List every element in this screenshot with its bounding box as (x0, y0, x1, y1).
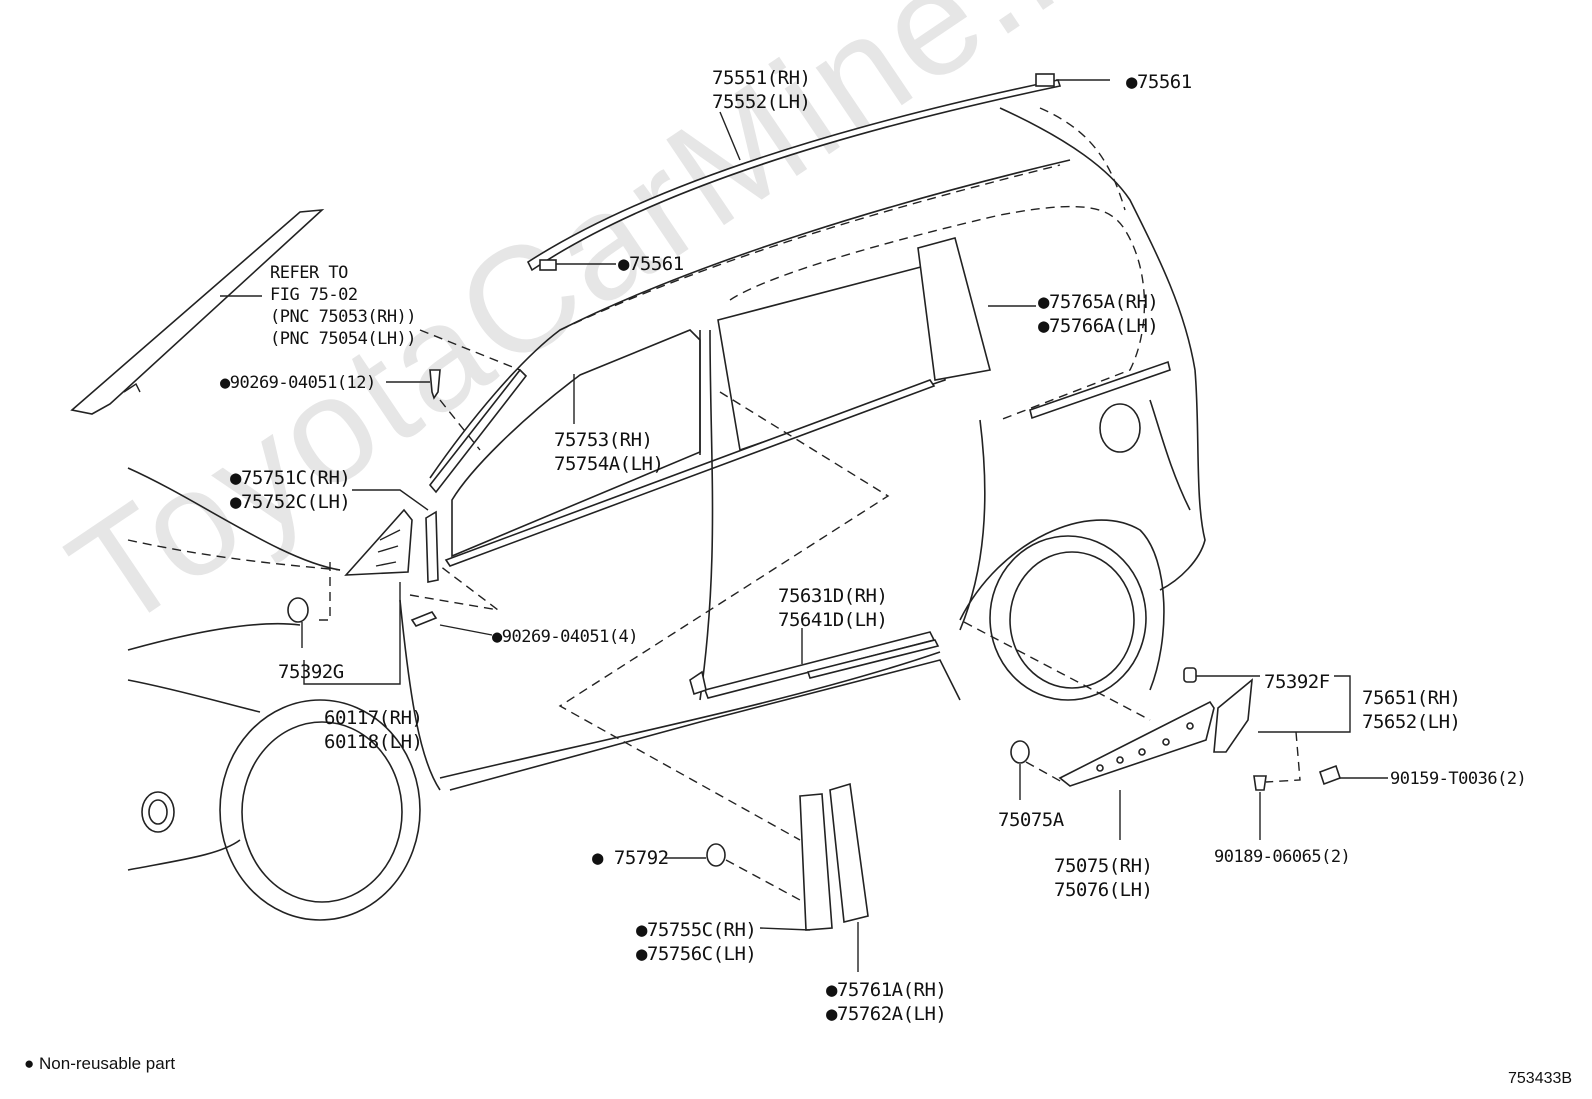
label-cover-rh: 60117(RH) (324, 707, 423, 729)
mud-guard (1213, 678, 1253, 753)
label-center-pillar-lh: ●75756C(LH) (636, 943, 757, 965)
label-rear-pillar-lh: ●75766A(LH) (1038, 315, 1159, 337)
clip-75392f (1183, 667, 1197, 683)
label-refer-4: (PNC 75054(LH)) (270, 329, 417, 349)
label-refer-1: REFER TO (270, 263, 348, 283)
label-flare-rh: 75075(RH) (1054, 855, 1153, 877)
roof-molding (526, 79, 1062, 272)
label-rivet-12: ●90269-04051(12) (220, 373, 376, 393)
roof-clip-rear (1035, 73, 1055, 87)
grommet (706, 843, 726, 867)
center-pillar-outer (829, 782, 869, 923)
label-roof-lh: 75552(LH) (712, 91, 811, 113)
clip-75392g (287, 597, 309, 623)
rear-wheel (989, 535, 1147, 701)
label-screw-06065: 90189-06065(2) (1214, 847, 1351, 867)
label-flare-lh: 75076(LH) (1054, 879, 1153, 901)
label-clip-f: 75392F (1264, 671, 1330, 693)
rear-pillar-garnish (917, 237, 991, 381)
figure-code: 753433B (1508, 1070, 1573, 1087)
label-mud-rh: 75651(RH) (1362, 687, 1461, 709)
label-front-pillar-lh: ●75752C(LH) (230, 491, 351, 513)
label-rocker-rh: 75631D(RH) (778, 585, 888, 607)
label-clip-a: 75075A (998, 809, 1064, 831)
screw-90159 (1318, 764, 1342, 786)
label-clip-top: ●75561 (1126, 71, 1192, 93)
rivet-upper (429, 369, 441, 400)
label-rear-pillar-rh: ●75765A(RH) (1038, 291, 1159, 313)
label-mud-lh: 75652(LH) (1362, 711, 1461, 733)
clip-75075a (1010, 740, 1030, 764)
label-clip-g: 75392G (278, 661, 344, 683)
label-screw-t0036: 90159-T0036(2) (1390, 769, 1527, 789)
fender-flare (1058, 700, 1215, 787)
label-rocker-lh: 75641D(LH) (778, 609, 888, 631)
legend-text: Non-reusable part (39, 1054, 176, 1073)
legend-bullet: ● (24, 1054, 35, 1073)
label-roof-rh: 75551(RH) (712, 67, 811, 89)
roof-line (429, 159, 1071, 479)
label-belt-lh: 75754A(LH) (554, 453, 664, 475)
roof-clip-front (539, 259, 557, 271)
label-center-pillar-rh: ●75755C(RH) (636, 919, 757, 941)
windshield-pillar-trim (70, 208, 325, 415)
screw-90189 (1253, 775, 1267, 791)
label-clip-front: ●75561 (618, 253, 684, 275)
label-cover-lh: 60118(LH) (324, 731, 423, 753)
label-grommet: ● 75792 (592, 847, 669, 869)
legend: ● Non-reusable part (24, 1054, 175, 1074)
label-belt-rh: 75753(RH) (554, 429, 653, 451)
center-pillar-inner (799, 793, 833, 931)
label-refer-2: FIG 75-02 (270, 285, 358, 305)
label-center-outer-rh: ●75761A(RH) (826, 979, 947, 1001)
front-wheel (219, 699, 421, 921)
label-center-outer-lh: ●75762A(LH) (826, 1003, 947, 1025)
rivet-lower (410, 611, 438, 627)
label-front-pillar-rh: ●75751C(RH) (230, 467, 351, 489)
label-refer-3: (PNC 75053(RH)) (270, 307, 417, 327)
label-rivet-4: ●90269-04051(4) (492, 627, 639, 647)
front-quarter-cover (344, 508, 413, 576)
belt-molding (444, 379, 936, 567)
